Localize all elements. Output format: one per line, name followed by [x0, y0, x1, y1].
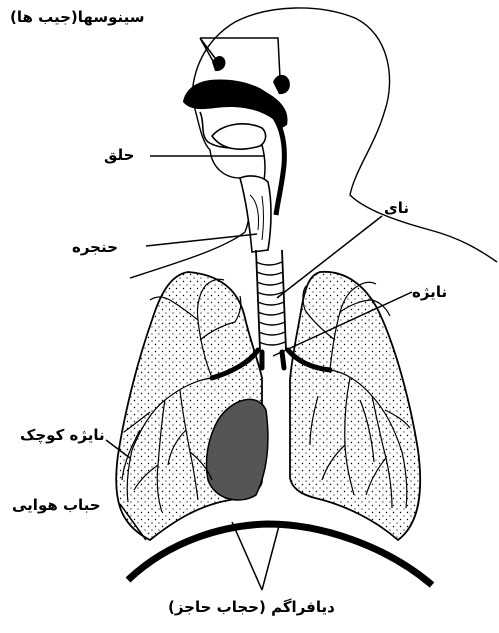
- tongue: [212, 124, 266, 149]
- label-bronchiole: نایژه کوچک: [20, 428, 105, 443]
- label-diaphragm: دیافراگم (حجاب حاجز): [168, 600, 335, 615]
- nasal-cavity: [183, 80, 288, 129]
- sphenoid-sinus: [273, 75, 290, 94]
- body-outline: [130, 8, 497, 278]
- larynx-shape: [240, 176, 271, 252]
- label-alveoli: حباب هوایی: [12, 498, 101, 513]
- diaphragm: [128, 524, 432, 585]
- label-larynx: حنجره: [72, 240, 118, 255]
- diaphragm-leader: [232, 522, 280, 590]
- larynx-leader: [146, 234, 257, 246]
- left-lung: [290, 272, 420, 540]
- label-bronchus: نایژه: [412, 285, 447, 300]
- label-pharynx: حلق: [104, 148, 134, 163]
- label-trachea: نای: [384, 201, 409, 216]
- label-sinuses: سینوسها(جیب ها): [10, 10, 144, 25]
- sinuses-leader: [200, 38, 280, 78]
- trachea-tube: [256, 250, 286, 350]
